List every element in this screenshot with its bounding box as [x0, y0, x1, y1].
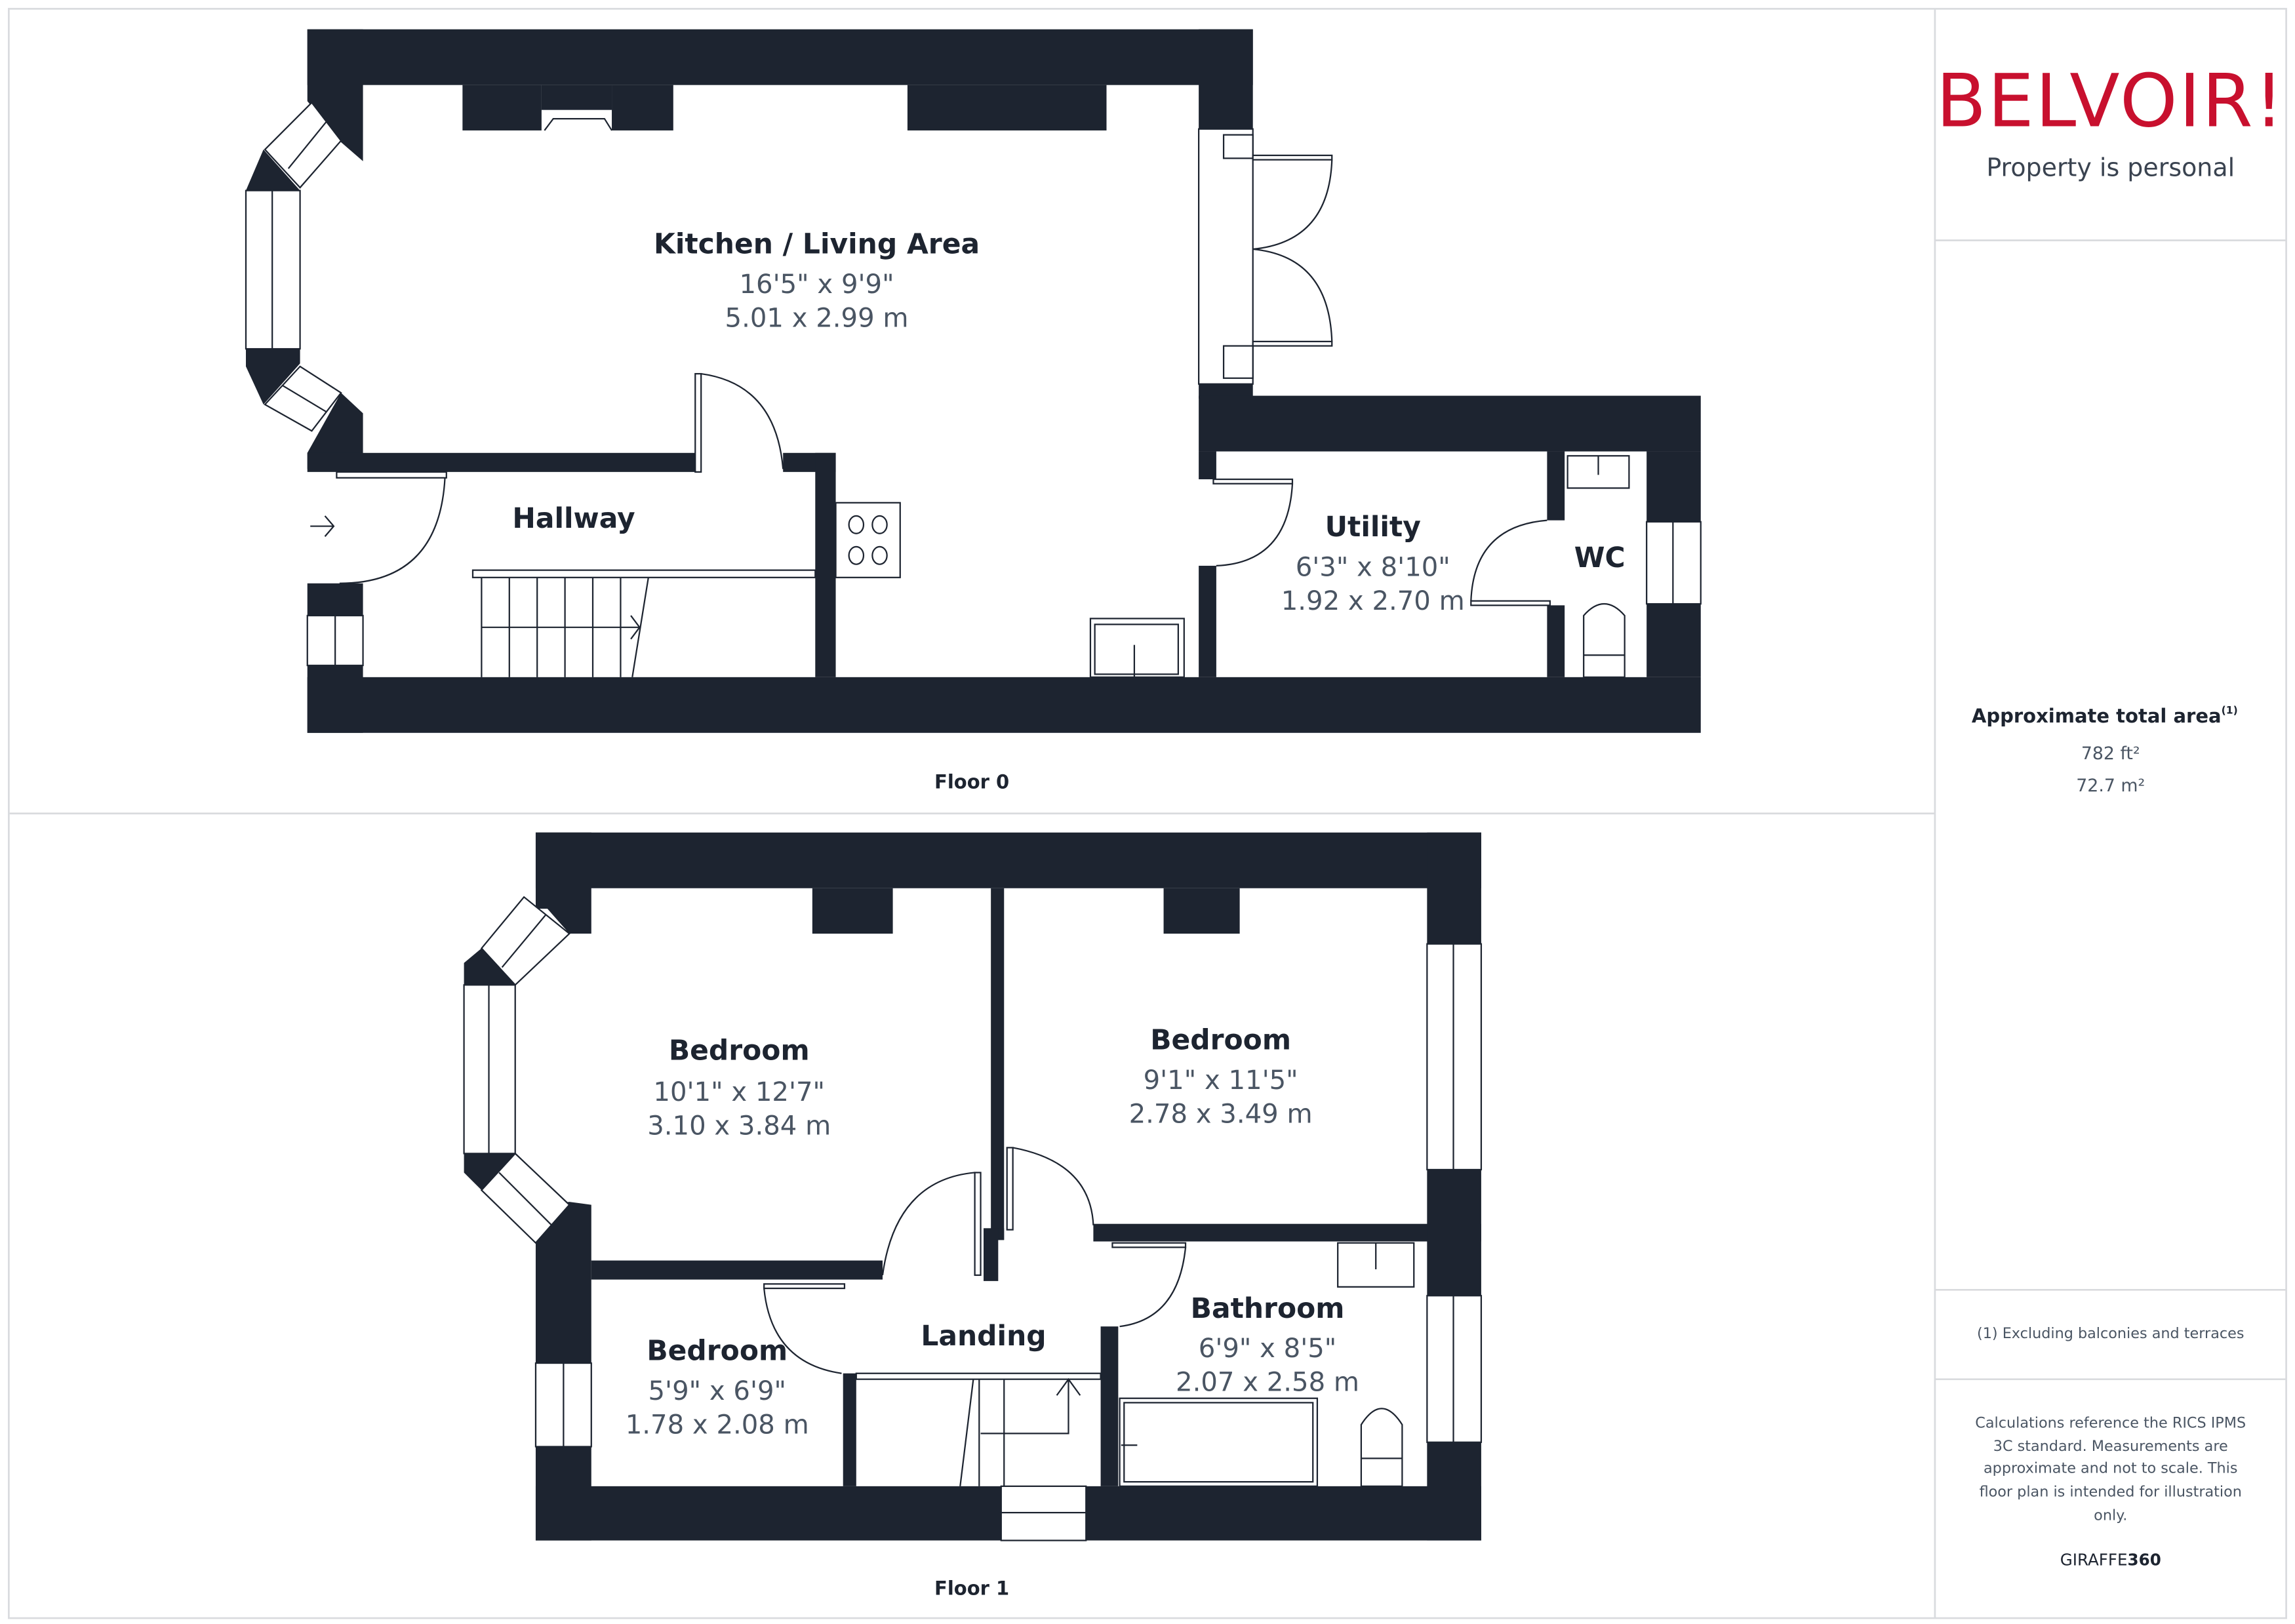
svg-text:3.10 x 3.84 m: 3.10 x 3.84 m	[647, 1111, 831, 1141]
area-title: Approximate total area	[1972, 705, 2222, 727]
room-kitchen-living: Kitchen / Living Area 16'5" x 9'9" 5.01 …	[654, 229, 980, 334]
room-bedroom-1: Bedroom 10'1" x 12'7" 3.10 x 3.84 m	[647, 1035, 831, 1141]
svg-text:10'1" x 12'7": 10'1" x 12'7"	[653, 1077, 825, 1107]
room-bedroom-3: Bedroom 5'9" x 6'9" 1.78 x 2.08 m	[626, 1336, 809, 1440]
svg-text:Calculations reference the RIC: Calculations reference the RICS IPMS	[1975, 1414, 2246, 1431]
svg-text:Landing: Landing	[921, 1320, 1046, 1353]
svg-text:2.07 x 2.58 m: 2.07 x 2.58 m	[1176, 1368, 1359, 1398]
room-hallway: Hallway	[512, 503, 635, 535]
svg-text:Hallway: Hallway	[512, 503, 635, 535]
svg-text:16'5" x 9'9": 16'5" x 9'9"	[740, 269, 894, 300]
svg-text:2.78 x 3.49 m: 2.78 x 3.49 m	[1129, 1099, 1313, 1129]
svg-text:floor plan is intended for ill: floor plan is intended for illustration	[1980, 1483, 2242, 1500]
svg-text:Bedroom: Bedroom	[669, 1035, 810, 1067]
brand-tagline: Property is personal	[1986, 153, 2235, 182]
disclaimer: Calculations reference the RICS IPMS 3C …	[1975, 1414, 2246, 1524]
svg-text:approximate and not to scale.: approximate and not to scale. This	[1984, 1460, 2237, 1477]
svg-text:WC: WC	[1574, 542, 1626, 574]
floor-1-label: Floor 1	[934, 1577, 1009, 1599]
svg-text:6'9" x 8'5": 6'9" x 8'5"	[1199, 1334, 1337, 1364]
room-bathroom: Bathroom 6'9" x 8'5" 2.07 x 2.58 m	[1176, 1293, 1359, 1398]
room-utility: Utility 6'3" x 8'10" 1.92 x 2.70 m	[1281, 511, 1465, 616]
room-landing: Landing	[921, 1320, 1046, 1353]
area-imperial: 782 ft²	[2081, 743, 2140, 764]
svg-text:BELVOIR!: BELVOIR!	[1936, 58, 2285, 144]
svg-text:6'3" x 8'10": 6'3" x 8'10"	[1296, 553, 1450, 583]
room-bedroom-2: Bedroom 9'1" x 11'5" 2.78 x 3.49 m	[1129, 1025, 1313, 1130]
svg-text:only.: only.	[2094, 1507, 2127, 1524]
brand-logo: BELVOIR! Property is personal	[1936, 58, 2285, 182]
svg-text:1.92 x 2.70 m: 1.92 x 2.70 m	[1281, 586, 1465, 616]
svg-text:5.01 x 2.99 m: 5.01 x 2.99 m	[725, 304, 909, 334]
svg-text:Bathroom: Bathroom	[1191, 1293, 1345, 1325]
svg-text:Kitchen / Living Area: Kitchen / Living Area	[654, 229, 980, 261]
svg-text:9'1" x 11'5": 9'1" x 11'5"	[1144, 1065, 1298, 1096]
room-wc: WC	[1574, 542, 1626, 574]
footnote-marker: (1)	[2222, 704, 2238, 717]
svg-text:3C standard. Measurements are: 3C standard. Measurements are	[1993, 1438, 2228, 1455]
svg-text:Approximate total area(1): Approximate total area(1)	[1972, 704, 2238, 727]
total-area: Approximate total area(1) 782 ft² 72.7 m…	[1972, 704, 2238, 797]
svg-text:1.78 x 2.08 m: 1.78 x 2.08 m	[626, 1410, 809, 1440]
provider-logo: GIRAFFE360	[2060, 1551, 2161, 1570]
floor-0-plan	[245, 29, 1702, 733]
svg-text:Bedroom: Bedroom	[647, 1336, 788, 1368]
svg-text:Bedroom: Bedroom	[1150, 1025, 1291, 1057]
floor-0-label: Floor 0	[934, 771, 1009, 793]
svg-text:5'9" x 6'9": 5'9" x 6'9"	[648, 1376, 786, 1406]
layout-frame	[8, 8, 2287, 1619]
area-metric: 72.7 m²	[2076, 776, 2145, 796]
svg-text:Utility: Utility	[1325, 511, 1421, 544]
floor-1-plan	[463, 832, 1483, 1541]
footnote: (1) Excluding balconies and terraces	[1977, 1325, 2244, 1342]
